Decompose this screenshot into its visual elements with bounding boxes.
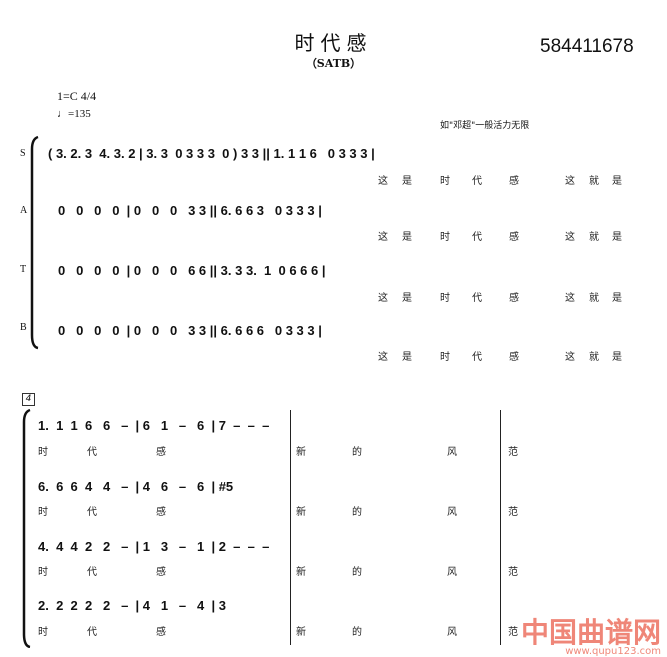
staff-a-system1: 0 0 0 0 | 0 0 0 3 3 || 6. 6 6 3 0 3 3 3 … — [58, 203, 322, 218]
page-title: 时代感 — [294, 31, 373, 55]
system-bracket-1 — [30, 135, 39, 350]
subtitle: （SATB） — [305, 57, 362, 70]
watermark-logo: 中国曲谱网 — [520, 616, 661, 649]
voice-label-t: T — [20, 264, 27, 275]
key-signature: 1=C 4/4 — [57, 89, 97, 103]
voice-label-s: S — [20, 148, 26, 159]
voice-label-a: A — [20, 205, 28, 216]
staff-s-system1: ( 3. 2. 3 4. 3. 2 | 3. 3 0 3 3 3 0 ) 3 3… — [48, 146, 375, 161]
barline — [500, 410, 501, 645]
barline — [290, 410, 291, 645]
voice-label-b: B — [20, 322, 27, 333]
system-number: 4 — [22, 393, 35, 406]
staff-t-system2: 4. 4 4 2 2 – | 1 3 – 1 | 2 – – – — [38, 539, 270, 554]
staff-a-system2: 6. 6 6 4 4 – | 4 6 – 6 | #5 — [38, 479, 234, 494]
id-number: 584411678 — [540, 36, 634, 57]
staff-t-system1: 0 0 0 0 | 0 0 0 6 6 || 3. 3 3. 1 0 6 6 6… — [58, 263, 326, 278]
staff-b-system1: 0 0 0 0 | 0 0 0 3 3 || 6. 6 6 6 0 3 3 3 … — [58, 323, 322, 338]
expression-text: 如"邓超"一般活力无限 — [440, 121, 530, 131]
watermark-url: www.qupu123.com — [565, 646, 661, 657]
tempo-marking: ♩=135 — [57, 108, 91, 120]
system-bracket-2 — [22, 408, 31, 648]
staff-b-system2: 2. 2 2 2 2 – | 4 1 – 4 | 3 — [38, 598, 226, 613]
staff-s-system2: 1. 1 1 6 6 – | 6 1 – 6 | 7 – – – — [38, 418, 270, 433]
